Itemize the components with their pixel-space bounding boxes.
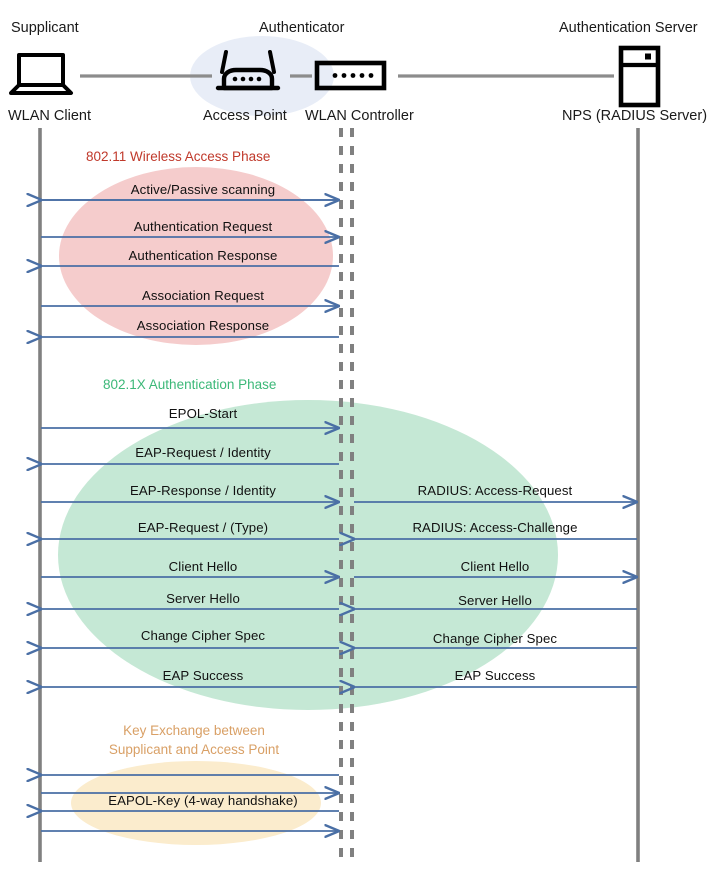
message-label-right-2: Client Hello [460, 559, 530, 574]
role-title-authenticator: Authenticator [259, 20, 345, 36]
message-label-left-4: Association Response [136, 318, 270, 333]
message-label-right-5: EAP Success [454, 668, 536, 683]
node-label-wlan-controller: WLAN Controller [305, 108, 414, 124]
phase-title-key-exchange-line2: Supplicant and Access Point [108, 742, 280, 757]
message-label-left-2: Authentication Response [128, 248, 278, 263]
message-label-left-1: Authentication Request [133, 219, 273, 234]
phase-title-dot1x: 802.1X Authentication Phase [103, 377, 277, 392]
message-label-left-10: Server Hello [166, 591, 240, 606]
message-label-left-7: EAP-Response / Identity [130, 483, 276, 498]
message-label-left-0: Active/Passive scanning [130, 182, 276, 197]
role-title-supplicant: Supplicant [11, 20, 79, 36]
wireless-router-icon [215, 50, 281, 91]
phase-ellipse-key [71, 761, 321, 845]
message-label-left-8: EAP-Request / (Type) [137, 520, 269, 535]
node-label-nps-radius: NPS (RADIUS Server) [562, 108, 708, 124]
left-arrow-group [41, 200, 339, 831]
node-label-wlan-client: WLAN Client [8, 108, 91, 124]
phase-title-key-exchange-line1: Key Exchange between [123, 723, 265, 738]
message-label-left-12: EAP Success [162, 668, 244, 683]
message-label-right-0: RADIUS: Access-Request [417, 483, 573, 498]
role-title-auth-server: Authentication Server [559, 20, 698, 36]
switch-icon [314, 60, 387, 91]
phase-title-key-exchange: Key Exchange between Supplicant and Acce… [96, 721, 292, 759]
laptop-icon [9, 53, 73, 95]
phase-ellipse-wireless [59, 167, 333, 345]
server-icon [618, 45, 661, 108]
message-label-right-4: Change Cipher Spec [432, 631, 558, 646]
message-label-left-14: EAPOL-Key (4-way handshake) [108, 793, 298, 808]
phase-title-wireless: 802.11 Wireless Access Phase [86, 149, 271, 164]
phase-ellipse-dot1x [58, 400, 558, 710]
message-label-right-1: RADIUS: Access-Challenge [412, 520, 578, 535]
node-label-access-point: Access Point [203, 108, 287, 124]
message-label-right-3: Server Hello [458, 593, 532, 608]
message-label-left-9: Client Hello [168, 559, 238, 574]
message-label-left-6: EAP-Request / Identity [135, 445, 271, 460]
message-label-left-11: Change Cipher Spec [140, 628, 266, 643]
message-label-left-5: EPOL-Start [168, 406, 238, 421]
right-arrow-group [354, 502, 637, 687]
message-label-left-3: Association Request [141, 288, 265, 303]
